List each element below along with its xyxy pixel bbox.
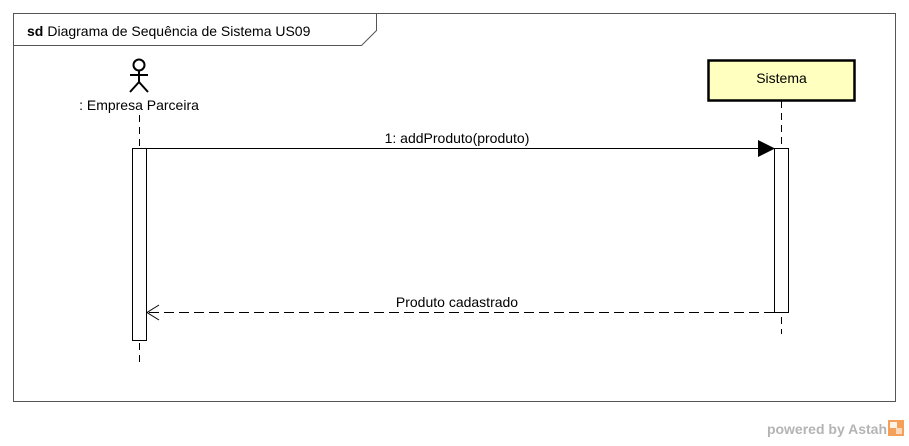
actor-icon (129, 58, 149, 93)
astah-watermark: powered by Astah (767, 420, 904, 437)
sistema-label: Sistema (756, 70, 807, 86)
message-add-produto-arrowhead (758, 140, 775, 157)
message-produto-cadastrado-label: Produto cadastrado (396, 294, 518, 310)
frame-keyword: sd (27, 23, 43, 39)
actor-activation-bar (132, 148, 147, 341)
sistema-activation-bar (774, 148, 789, 313)
message-produto-cadastrado-arrowhead (146, 304, 160, 321)
sistema-head-box (707, 59, 856, 102)
actor-label: : Empresa Parceira (79, 97, 199, 113)
watermark-text: powered by Astah (767, 421, 887, 437)
message-add-produto-label: 1: addProduto(produto) (385, 130, 530, 146)
lifeline-sistema: Sistema (707, 59, 856, 334)
frame-title-tab (13, 13, 377, 46)
lifeline-empresa-parceira: : Empresa Parceira (79, 58, 199, 362)
message-add-produto: 1: addProduto(produto) (146, 130, 775, 157)
frame-title-text: Diagrama de Sequência de Sistema US09 (47, 23, 310, 39)
message-produto-cadastrado: Produto cadastrado (146, 294, 774, 321)
astah-logo-icon (888, 420, 904, 436)
